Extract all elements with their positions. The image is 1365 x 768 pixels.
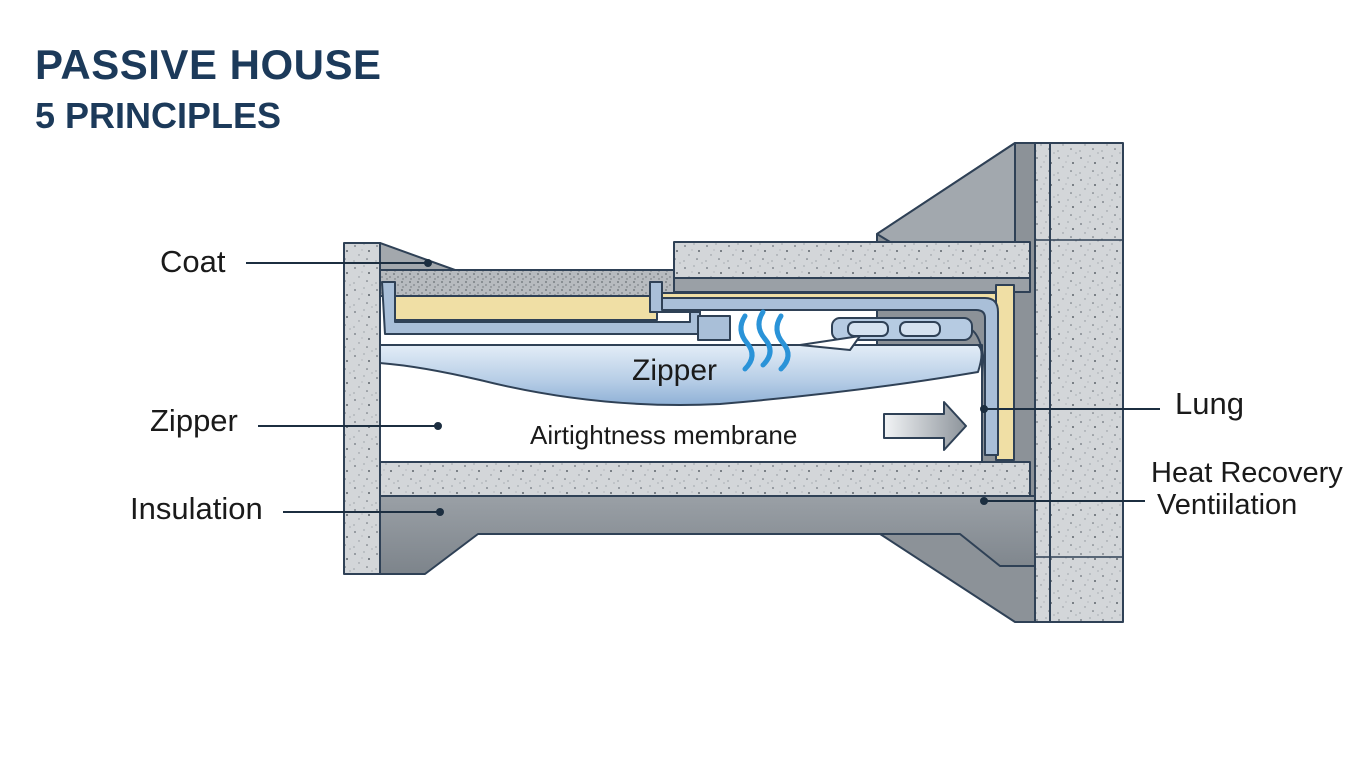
top-slab — [673, 241, 1031, 279]
right-channel-profile — [661, 297, 999, 456]
left-concrete-wall — [343, 242, 381, 575]
label-hrv-line-1: Heat Recovery — [1151, 457, 1343, 489]
label-coat: Coat — [160, 244, 226, 279]
label-lung: Lung — [1175, 386, 1244, 421]
label-insulation: Insulation — [130, 491, 263, 526]
gravel-layer — [379, 269, 675, 297]
right-sloped-wall-face — [876, 142, 1016, 249]
bottom-slab — [379, 461, 1031, 497]
bottom-footing — [379, 495, 1036, 575]
airtightness-membrane — [379, 344, 983, 406]
label-zipper: Zipper — [150, 403, 238, 438]
label-zipper-inner: Zipper — [632, 354, 718, 387]
label-airtightness-membrane: Airtightness membrane — [530, 420, 798, 450]
airflow-waves-icon — [738, 309, 791, 372]
label-hrv-line-2: Ventiilation — [1157, 489, 1298, 521]
insulation-top — [394, 295, 658, 321]
right-concrete-column — [1034, 142, 1124, 623]
title-line-1: PASSIVE HOUSE — [35, 41, 382, 88]
arrow-right-icon — [883, 401, 967, 451]
title: PASSIVE HOUSE 5 PRINCIPLES — [35, 44, 381, 134]
title-line-2: 5 PRINCIPLES — [35, 95, 282, 136]
